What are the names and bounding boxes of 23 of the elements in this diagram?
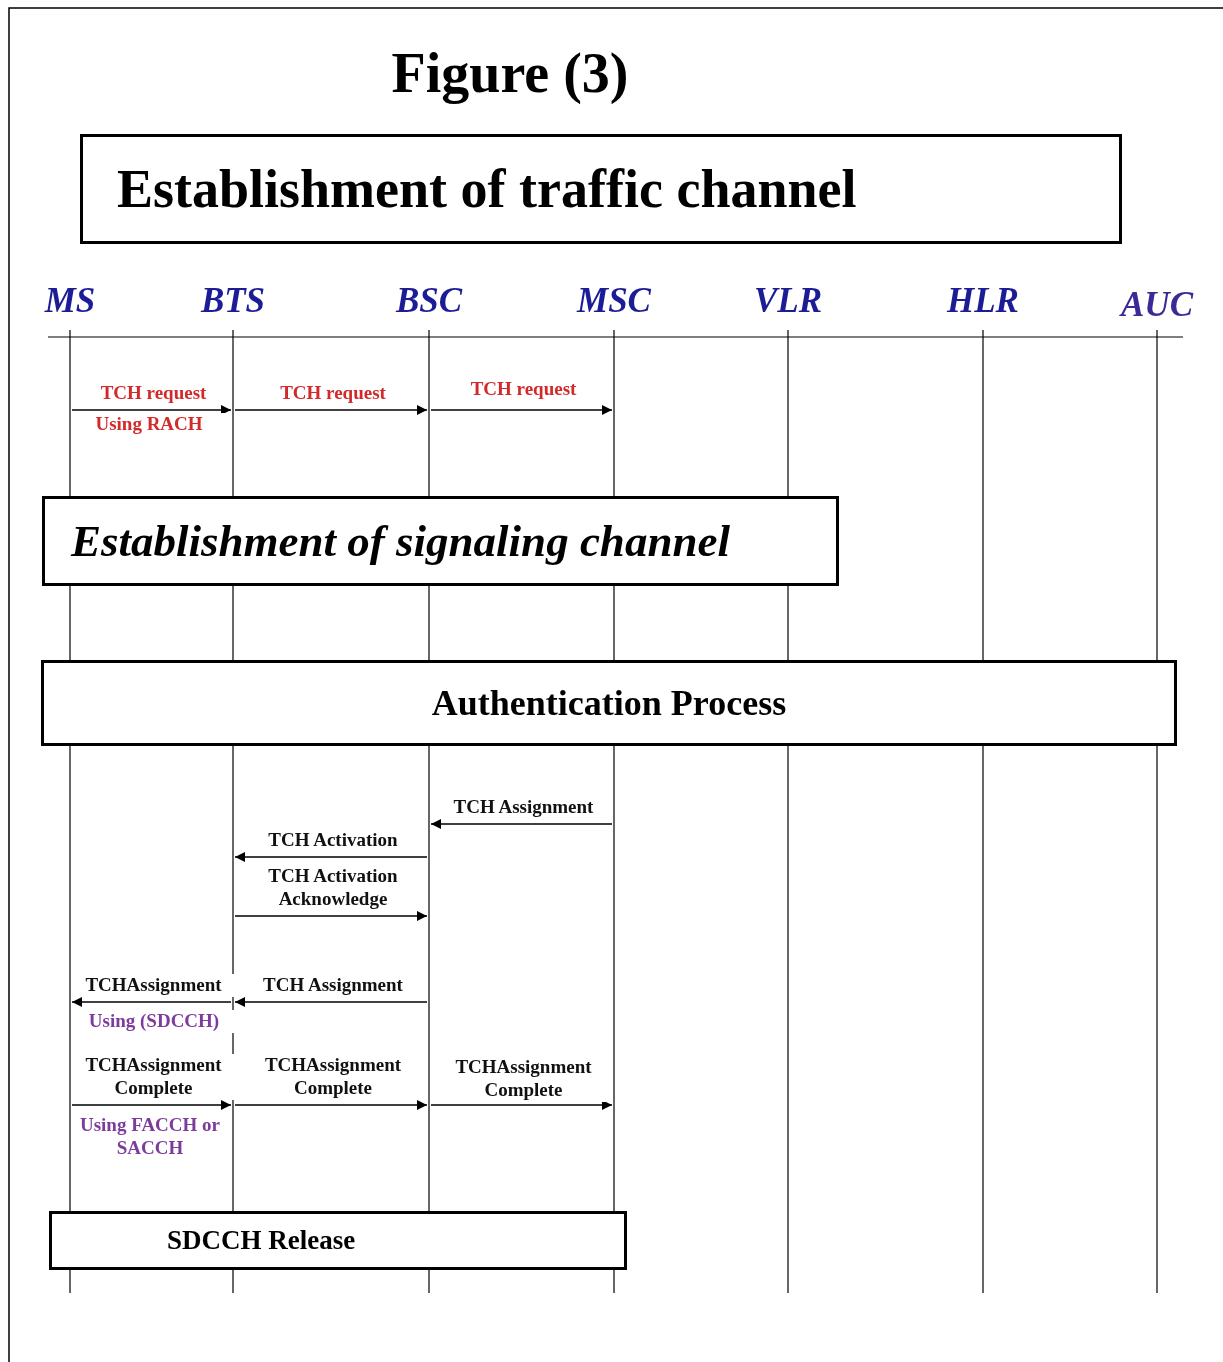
phase-box: Establishment of signaling channel <box>42 496 839 586</box>
participant-label: MSC <box>554 282 674 321</box>
message-arrow <box>234 911 428 921</box>
message-arrow <box>430 405 613 415</box>
phase-box: SDCCH Release <box>49 1211 627 1270</box>
phase-box: Authentication Process <box>41 660 1177 746</box>
message-arrow <box>234 1100 428 1110</box>
figure-title: Figure (3) <box>390 41 630 106</box>
message-arrow <box>234 405 428 415</box>
message-arrow <box>430 819 613 829</box>
participant-label: BSC <box>369 282 489 321</box>
message-arrow <box>71 405 232 415</box>
heading-box: Establishment of traffic channel <box>80 134 1122 244</box>
participant-label: VLR <box>728 282 848 321</box>
participant-label: HLR <box>923 282 1043 321</box>
participant-label: AUC <box>1097 286 1217 325</box>
message-arrow <box>71 1100 232 1110</box>
participant-label: BTS <box>173 282 293 321</box>
message-arrow <box>430 1100 613 1110</box>
participant-label: MS <box>10 282 130 321</box>
message-arrow <box>71 997 232 1007</box>
message-arrow <box>234 852 428 862</box>
message-arrow <box>234 997 428 1007</box>
